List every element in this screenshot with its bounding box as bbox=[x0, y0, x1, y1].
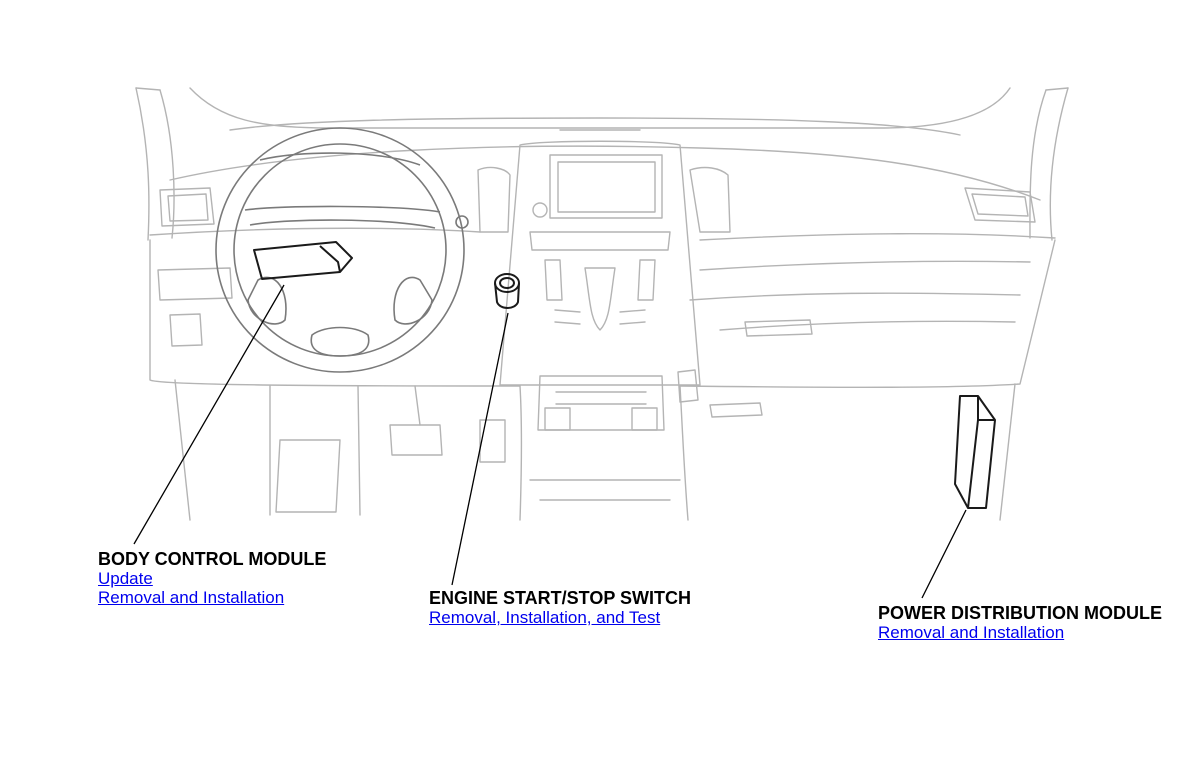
steering-wheel bbox=[215, 127, 469, 373]
body-control-module-part bbox=[253, 241, 353, 280]
bcm-leader-line bbox=[133, 284, 285, 545]
power-distribution-module-callout: POWER DISTRIBUTION MODULE Removal and In… bbox=[878, 603, 1162, 643]
ess-leader-line bbox=[451, 312, 509, 586]
ess-removal-installation-test-link[interactable]: Removal, Installation, and Test bbox=[429, 608, 661, 627]
bcm-update-link[interactable]: Update bbox=[98, 569, 153, 588]
pdm-removal-installation-link[interactable]: Removal and Installation bbox=[878, 623, 1065, 642]
engine-start-stop-switch-callout: ENGINE START/STOP SWITCH Removal, Instal… bbox=[429, 588, 692, 628]
body-control-module-callout: BODY CONTROL MODULE Update Removal and I… bbox=[98, 549, 327, 608]
body-control-module-title: BODY CONTROL MODULE bbox=[98, 549, 327, 569]
pdm-leader-line bbox=[921, 509, 967, 599]
engine-start-stop-switch-part bbox=[494, 273, 520, 309]
power-distribution-module-part bbox=[954, 395, 996, 509]
bcm-removal-installation-link[interactable]: Removal and Installation bbox=[98, 588, 285, 607]
engine-start-stop-switch-title: ENGINE START/STOP SWITCH bbox=[429, 588, 692, 608]
power-distribution-module-title: POWER DISTRIBUTION MODULE bbox=[878, 603, 1162, 623]
dashboard-outline bbox=[135, 87, 1069, 521]
